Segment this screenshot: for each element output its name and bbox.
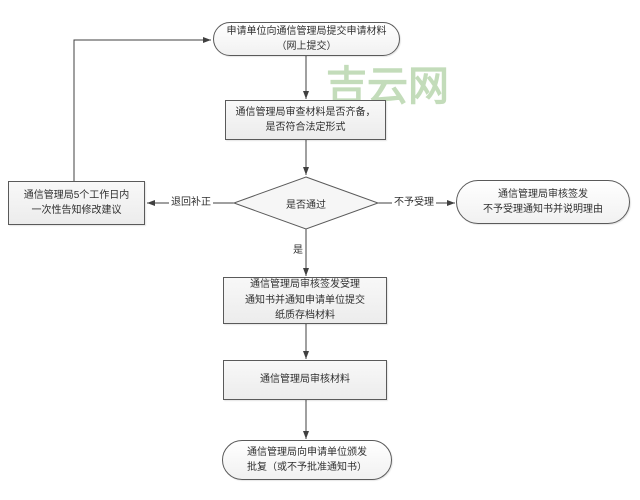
flow-node-issue-line2: 批复（或不予批准通知书） — [247, 462, 367, 473]
flow-node-revise: 通信管理局5个工作日内 一次性告知修改建议 — [8, 181, 145, 225]
flow-node-issue: 通信管理局向申请单位颁发 批复（或不予批准通知书） — [222, 440, 392, 480]
flow-node-reject: 通信管理局审核签发 不予受理通知书并说明理由 — [456, 180, 630, 224]
flow-node-accept: 通信管理局审核签发受理 通知书并通知申请单位提交 纸质存档材料 — [223, 277, 387, 324]
flow-node-revise-line2: 一次性告知修改建议 — [31, 205, 122, 216]
flow-node-accept-line3: 纸质存档材料 — [275, 310, 335, 322]
flow-node-start-line1: 申请单位向通信管理局提交申请材料 — [226, 25, 387, 37]
flow-node-audit-label: 通信管理局审核材料 — [260, 374, 350, 386]
arrow-revise-to-start — [73, 37, 211, 181]
flow-node-start-line2: （网上提交） — [276, 41, 337, 52]
flow-node-review-line1: 通信管理局审查材料是否齐备， — [235, 106, 376, 118]
decision-diamond-shape — [232, 176, 380, 230]
flow-node-reject-line1: 通信管理局审核签发 — [498, 188, 588, 200]
edge-label-yes: 是 — [291, 245, 305, 257]
flow-node-accept-line1: 通信管理局审核签发受理 — [250, 279, 360, 291]
flow-node-review: 通信管理局审查材料是否齐备， 是否符合法定形式 — [225, 100, 386, 140]
flow-node-decision-label: 是否通过 — [286, 199, 326, 211]
flow-node-reject-line2: 不予受理通知书并说明理由 — [483, 204, 603, 215]
edge-label-not-accepted: 不予受理 — [392, 197, 436, 209]
flow-node-audit: 通信管理局审核材料 — [223, 360, 387, 400]
flow-node-issue-line1: 通信管理局向申请单位颁发 — [247, 446, 367, 458]
flow-node-start: 申请单位向通信管理局提交申请材料 （网上提交） — [213, 22, 400, 56]
flow-node-review-line2: 是否符合法定形式 — [265, 122, 346, 133]
edge-label-return-fix: 退回补正 — [169, 197, 213, 209]
flow-node-accept-line2: 通知书并通知申请单位提交 — [245, 294, 365, 306]
flow-node-revise-line1: 通信管理局5个工作日内 — [23, 189, 130, 201]
